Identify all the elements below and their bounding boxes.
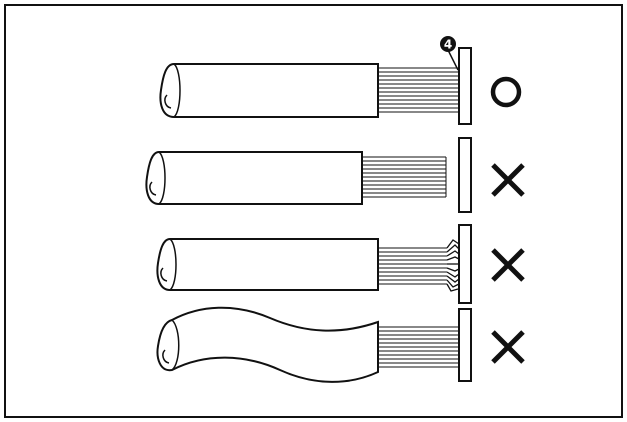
row-cable-twisted [156, 306, 525, 383]
cable-end-inner [162, 349, 170, 364]
cable-jacket [156, 238, 379, 291]
cable-jacket [145, 151, 363, 205]
wire-strands [362, 156, 447, 198]
row-wire-bent [156, 224, 525, 304]
cable-end-inner [149, 181, 157, 196]
terminal-plate [458, 224, 472, 304]
terminal-plate [458, 47, 472, 125]
cable-end [173, 63, 181, 118]
cable-end-inner [164, 94, 172, 109]
cable-jacket [156, 306, 379, 383]
cable-end [158, 151, 166, 205]
row-correct: 4 [159, 36, 522, 125]
ng-cross-icon [491, 330, 525, 364]
callout-leader [447, 49, 459, 71]
wire-strands [378, 326, 459, 368]
terminal-plate [458, 308, 472, 382]
bent-strand-ends [446, 239, 460, 292]
wire-strands [378, 247, 447, 285]
wire-strands [378, 67, 459, 113]
callout-number: 4 [444, 38, 452, 52]
cable-end [171, 319, 180, 371]
row-wire-not-inserted [145, 137, 525, 213]
cable-end-inner [160, 267, 168, 282]
ng-cross-icon [491, 163, 525, 197]
figure-frame [4, 4, 623, 418]
terminal-plate [458, 137, 472, 213]
ok-circle-icon [490, 76, 522, 108]
cable-end [169, 238, 177, 291]
ng-cross-icon [491, 248, 525, 282]
cable-jacket [159, 63, 379, 118]
callout-badge [440, 36, 456, 52]
